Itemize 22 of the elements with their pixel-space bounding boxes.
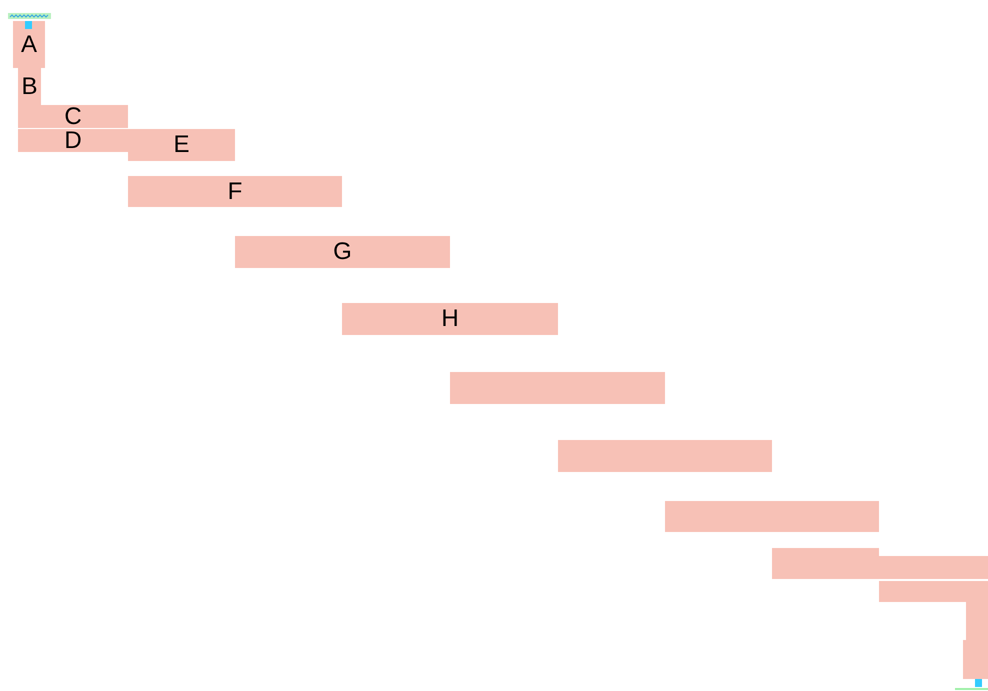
bar-label: F xyxy=(228,180,242,204)
bar xyxy=(963,640,988,679)
bar xyxy=(13,21,45,68)
bar-label: E xyxy=(173,133,190,157)
bar-label: G xyxy=(333,240,352,264)
bar-label: B xyxy=(21,74,38,98)
bar xyxy=(128,176,342,207)
bar xyxy=(342,303,558,335)
bar xyxy=(879,581,988,602)
bar-label: C xyxy=(64,104,82,128)
bar-label: D xyxy=(64,128,82,152)
bar-label: A xyxy=(20,32,37,56)
bar xyxy=(128,129,235,161)
bar xyxy=(879,556,988,579)
bar xyxy=(450,372,665,404)
bar-label: H xyxy=(441,307,459,331)
bar xyxy=(665,501,879,532)
bar xyxy=(235,236,450,268)
bar xyxy=(772,548,879,579)
bar xyxy=(558,440,772,472)
bar xyxy=(18,105,128,128)
bar xyxy=(18,129,128,152)
